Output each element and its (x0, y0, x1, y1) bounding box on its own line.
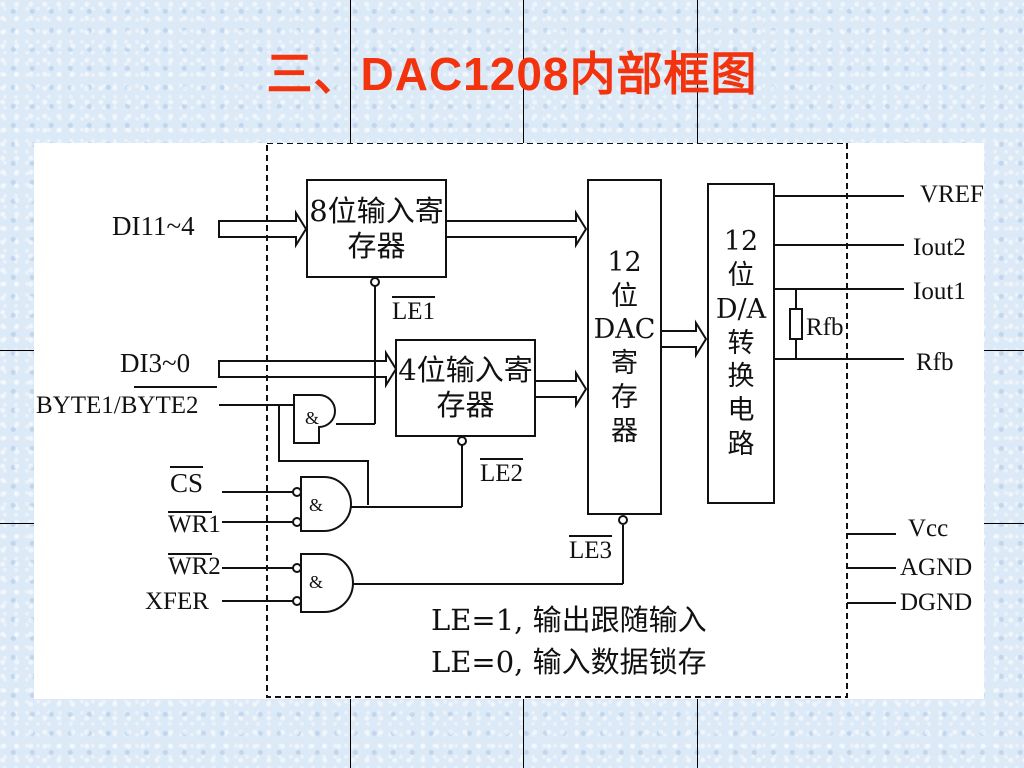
output-vcc: Vcc (908, 515, 949, 542)
dac-register: 12 位 DAC 寄 存 器 (587, 179, 662, 515)
bus-arrow-reg8-dac (445, 209, 588, 249)
da-converter-label: 转 (727, 327, 755, 359)
bus-arrow-di-high (218, 209, 308, 249)
note-le0: LE=0, 输入数据锁存 (431, 645, 707, 679)
da-converter-label: 位 (727, 260, 755, 292)
and-gate-symbol: & (309, 495, 324, 515)
output-iout2: Iout2 (913, 234, 966, 261)
bus-arrow-reg4-dac (533, 369, 588, 409)
and-gate-symbol: & (309, 572, 324, 592)
da-converter: 12 位 D/A 转 换 电 路 (707, 183, 775, 504)
input-byte: BYTE1/BYTE2 (36, 392, 199, 419)
xfer-bubble (292, 596, 302, 606)
le2-bubble (457, 436, 467, 446)
register-4bit-label: 4位输入寄存器 (398, 353, 533, 422)
wr1-bubble (292, 517, 302, 527)
and-gate-cs-wr1 (300, 476, 352, 532)
signal-le3: LE3 (569, 537, 613, 564)
chip-boundary (266, 143, 848, 698)
signal-le2: LE2 (480, 460, 524, 487)
rfb-resistor (789, 308, 803, 340)
le1-bubble (370, 277, 380, 287)
output-iout1: Iout1 (913, 278, 966, 305)
output-rfb: Rfb (916, 349, 954, 376)
and-gate-symbol: & (305, 408, 320, 428)
block-diagram: 8位输入寄存器 4位输入寄存器 12 位 DAC 寄 存 器 12 位 D/A … (34, 143, 984, 699)
dac-register-label: DAC (593, 314, 656, 346)
and-gate-wr2-xfer (300, 553, 354, 613)
le3-bubble (618, 515, 628, 525)
rfb-resistor-label: Rfb (806, 314, 844, 341)
slide-title: 三、DAC1208内部框图 (266, 48, 758, 100)
dac-register-label: 器 (611, 415, 638, 447)
da-converter-label: 电 (727, 395, 755, 427)
da-converter-label: 换 (727, 361, 755, 393)
register-8bit-label: 8位输入寄存器 (309, 193, 444, 263)
and-gate-byte (293, 394, 336, 444)
output-vref: VREF (920, 181, 984, 208)
input-cs: CS (170, 468, 204, 498)
input-xfer: XFER (145, 588, 209, 615)
bus-arrow-di-low (218, 349, 398, 389)
output-dgnd: DGND (900, 589, 973, 616)
bus-arrow-dac-da (660, 319, 708, 359)
da-converter-label: 路 (727, 428, 755, 460)
da-converter-label: D/A (715, 293, 767, 325)
dac-register-label: 寄 (611, 348, 638, 379)
wr2-bubble (292, 563, 302, 573)
input-di-high: DI11~4 (112, 211, 195, 241)
cs-bubble (292, 487, 302, 497)
input-di-low: DI3~0 (120, 348, 191, 378)
input-wr2: WR2 (168, 553, 221, 580)
input-wr1: WR1 (168, 511, 221, 538)
dac-register-label: 位 (611, 280, 638, 312)
signal-le1: LE1 (392, 298, 436, 325)
output-agnd: AGND (900, 554, 973, 581)
dac-register-label: 存 (611, 381, 638, 413)
register-8bit: 8位输入寄存器 (306, 179, 447, 278)
note-le1: LE=1, 输出跟随输入 (431, 603, 707, 637)
da-converter-label: 12 (723, 226, 759, 258)
register-4bit: 4位输入寄存器 (395, 339, 536, 437)
gate-link-line (278, 405, 369, 505)
dac-register-label: 12 (607, 246, 642, 278)
